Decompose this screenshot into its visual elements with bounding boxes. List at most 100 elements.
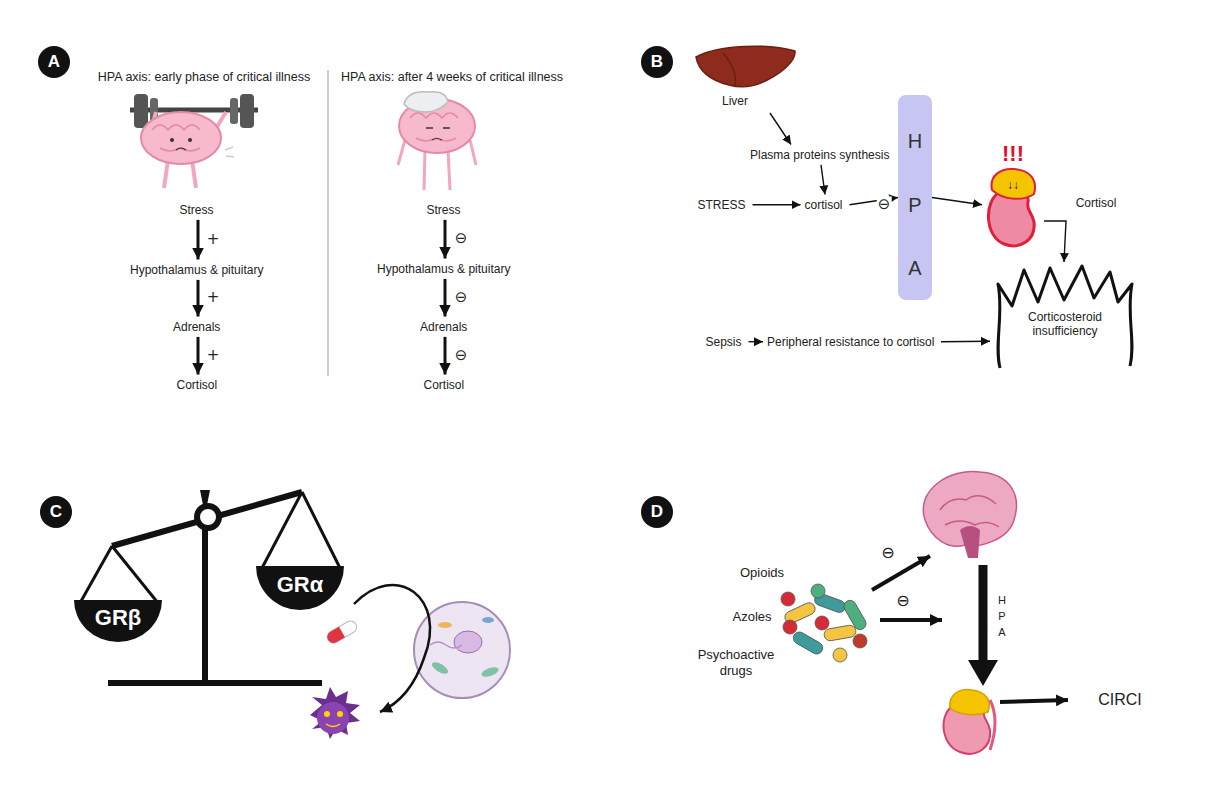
lifting-brain bbox=[170, 138, 174, 142]
connector-arrow bbox=[941, 341, 990, 343]
pill bbox=[325, 619, 359, 645]
insufficiency-shape: Corticosteroid insufficiency bbox=[990, 262, 1138, 372]
outcome-label: CIRCI bbox=[1098, 691, 1142, 709]
adrenal-outline bbox=[992, 169, 1036, 199]
tired-brain bbox=[426, 127, 450, 129]
pills-outline bbox=[811, 584, 825, 598]
edge-label: Cortisol bbox=[1076, 197, 1117, 211]
drug-group: OpioidsAzolesPsychoactive drugs bbox=[690, 555, 880, 690]
node-text: Stress bbox=[180, 203, 217, 217]
node-text: Psychoactive drugs bbox=[691, 647, 781, 678]
axis-step: Stress bbox=[176, 200, 221, 220]
tired-brain bbox=[398, 140, 405, 165]
connector-arrow bbox=[932, 198, 982, 205]
axis-step: Hypothalamus & pituitary bbox=[126, 260, 270, 280]
lifting-brain bbox=[152, 125, 200, 151]
lifting-brain bbox=[164, 160, 168, 188]
pan-outline bbox=[74, 600, 162, 642]
edge-label: ⊖ bbox=[454, 347, 469, 364]
liver-outline bbox=[696, 46, 795, 87]
scale bbox=[200, 490, 210, 505]
node-text: Hypothalamus & pituitary bbox=[130, 263, 266, 277]
node-text: Stress bbox=[427, 203, 464, 217]
tired-brain bbox=[432, 139, 442, 141]
panel-heading: HPA axis: after 4 weeks of critical illn… bbox=[341, 70, 563, 84]
scale bbox=[262, 492, 340, 568]
lifting-brain bbox=[225, 147, 234, 157]
hpa-arrow bbox=[968, 660, 998, 686]
node-text: GRα bbox=[277, 572, 324, 598]
liver-icon: Liver bbox=[693, 45, 797, 113]
node-text: Plasma proteins synthesis bbox=[750, 148, 892, 162]
node-text: P bbox=[908, 193, 921, 217]
process-step: Plasma proteins synthesis bbox=[746, 145, 896, 165]
pill bbox=[325, 627, 345, 645]
connector-arrow bbox=[197, 220, 200, 260]
panel-heading: HPA axis: early phase of critical illnes… bbox=[98, 70, 310, 84]
node-text: D bbox=[651, 502, 663, 522]
axis-step: Adrenals bbox=[416, 317, 474, 337]
connector-arrow bbox=[1044, 221, 1066, 262]
node-text: Opioids bbox=[740, 565, 784, 581]
node-text: STRESS bbox=[698, 198, 749, 212]
node-text: Adrenals bbox=[420, 320, 470, 334]
tired-brain bbox=[404, 92, 448, 112]
edge-label: + bbox=[206, 347, 221, 364]
axis-step: Hypothalamus & pituitary bbox=[373, 259, 517, 279]
node-text: H bbox=[908, 129, 922, 153]
axis-step: Stress bbox=[423, 200, 468, 220]
axis-step: Adrenals bbox=[169, 317, 227, 337]
node-text: Adrenals bbox=[173, 320, 223, 334]
sagittal-brain bbox=[960, 526, 980, 558]
adrenal-icon: !!! ↓↓ bbox=[982, 140, 1044, 248]
bacterium bbox=[317, 702, 349, 734]
node-text: A bbox=[48, 52, 60, 72]
edge-label: ⊖ bbox=[454, 230, 469, 247]
node-text: Corticosteroid insufficiency bbox=[1019, 310, 1111, 339]
node-text: Cortisol bbox=[424, 378, 467, 392]
pills-outline bbox=[833, 648, 847, 662]
sagittal-brain bbox=[940, 496, 999, 527]
adrenal-gland bbox=[944, 690, 995, 754]
pills-outline bbox=[842, 598, 868, 632]
connector-arrow bbox=[770, 113, 791, 145]
lifting-brain bbox=[130, 108, 258, 113]
node-text: Hypothalamus & pituitary bbox=[377, 262, 513, 276]
tired-brain bbox=[424, 150, 425, 190]
node-text: C bbox=[50, 502, 62, 522]
process-step: cortisol bbox=[801, 195, 850, 215]
process-step: Sepsis bbox=[702, 332, 749, 352]
pills-outline bbox=[791, 630, 825, 656]
edge-label: + bbox=[206, 289, 221, 306]
tired-brain bbox=[410, 113, 458, 141]
panel-badge: A bbox=[38, 46, 70, 78]
inhibition-arrow bbox=[880, 618, 942, 622]
scale-pan: GRα bbox=[256, 566, 344, 610]
hpa-arrow bbox=[979, 565, 988, 662]
inhibition-sign: ⊖ bbox=[880, 544, 895, 562]
result-arrow bbox=[1000, 700, 1068, 702]
bacterium bbox=[310, 687, 360, 739]
connector-arrow bbox=[444, 220, 447, 259]
node-text: cortisol bbox=[805, 198, 846, 212]
adrenal-gland bbox=[990, 700, 995, 750]
jag-outline bbox=[998, 266, 1132, 368]
panel-badge: D bbox=[641, 496, 673, 528]
edge-label: + bbox=[206, 231, 221, 248]
bacterium bbox=[326, 724, 340, 727]
node-text: Liver bbox=[722, 94, 748, 108]
bacterium bbox=[324, 711, 330, 717]
cell bbox=[430, 642, 462, 648]
bacterium bbox=[337, 711, 343, 717]
node-text: !!! bbox=[1002, 141, 1024, 167]
scale bbox=[202, 520, 208, 682]
node-text: Peripheral resistance to cortisol bbox=[767, 335, 937, 349]
scale bbox=[80, 490, 340, 683]
connector-arrow bbox=[444, 337, 447, 375]
scale-pan: GRβ bbox=[74, 600, 162, 642]
node-text: ↓↓ bbox=[1007, 178, 1019, 192]
connector-arrow bbox=[197, 337, 200, 375]
cell bbox=[454, 631, 482, 653]
